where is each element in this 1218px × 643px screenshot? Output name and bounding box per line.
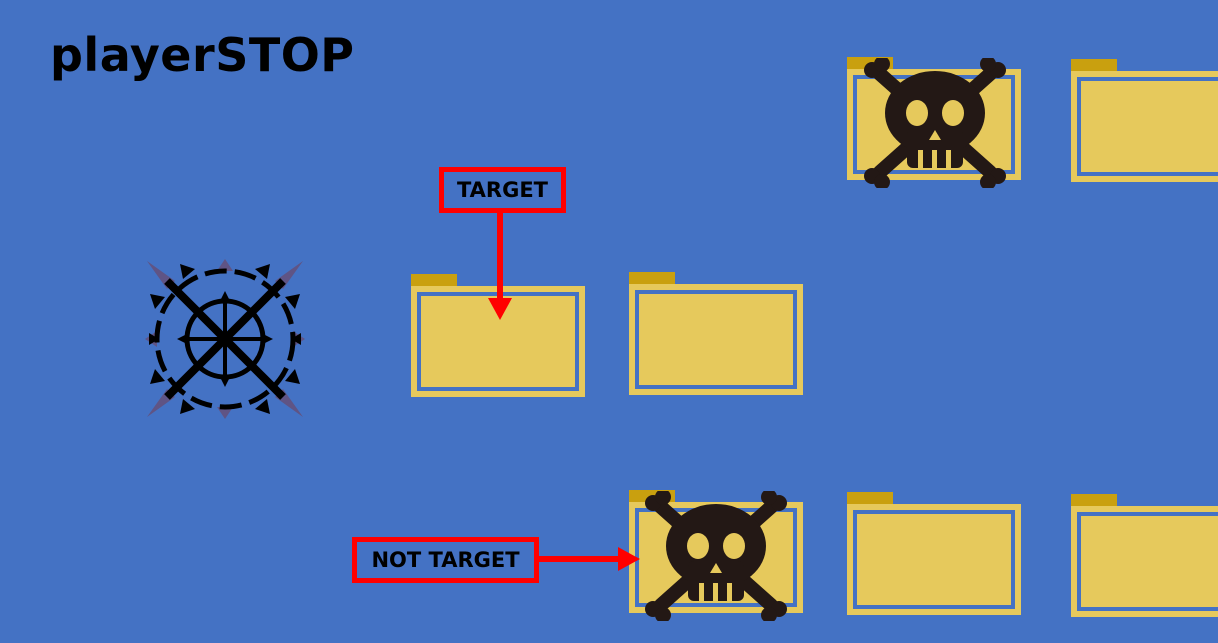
folder-middle-row-2[interactable] <box>629 272 803 395</box>
skull-crossbones-icon <box>645 491 787 621</box>
folder-tab <box>847 492 893 504</box>
not-target-label: NOT TARGET <box>352 537 539 583</box>
folder-body <box>1071 506 1218 617</box>
player-gear-icon[interactable] <box>140 258 310 420</box>
target-label-text: TARGET <box>456 178 549 202</box>
folder-bottom-middle[interactable] <box>847 492 1021 615</box>
folder-top-right[interactable] <box>1071 59 1218 182</box>
folder-bottom-right[interactable] <box>1071 494 1218 617</box>
not-target-arrow <box>538 547 640 571</box>
folder-tab <box>411 274 457 286</box>
folder-body <box>629 284 803 395</box>
skull-crossbones-icon <box>864 58 1006 188</box>
folder-target[interactable] <box>411 274 585 397</box>
folder-tab <box>629 272 675 284</box>
target-label: TARGET <box>439 167 566 213</box>
folder-body <box>847 504 1021 615</box>
folder-tab <box>1071 59 1117 71</box>
target-arrow <box>488 212 512 320</box>
folder-body <box>411 286 585 397</box>
page-title: playerSTOP <box>50 28 355 82</box>
folder-body <box>1071 71 1218 182</box>
folder-tab <box>1071 494 1117 506</box>
not-target-label-text: NOT TARGET <box>371 548 520 572</box>
